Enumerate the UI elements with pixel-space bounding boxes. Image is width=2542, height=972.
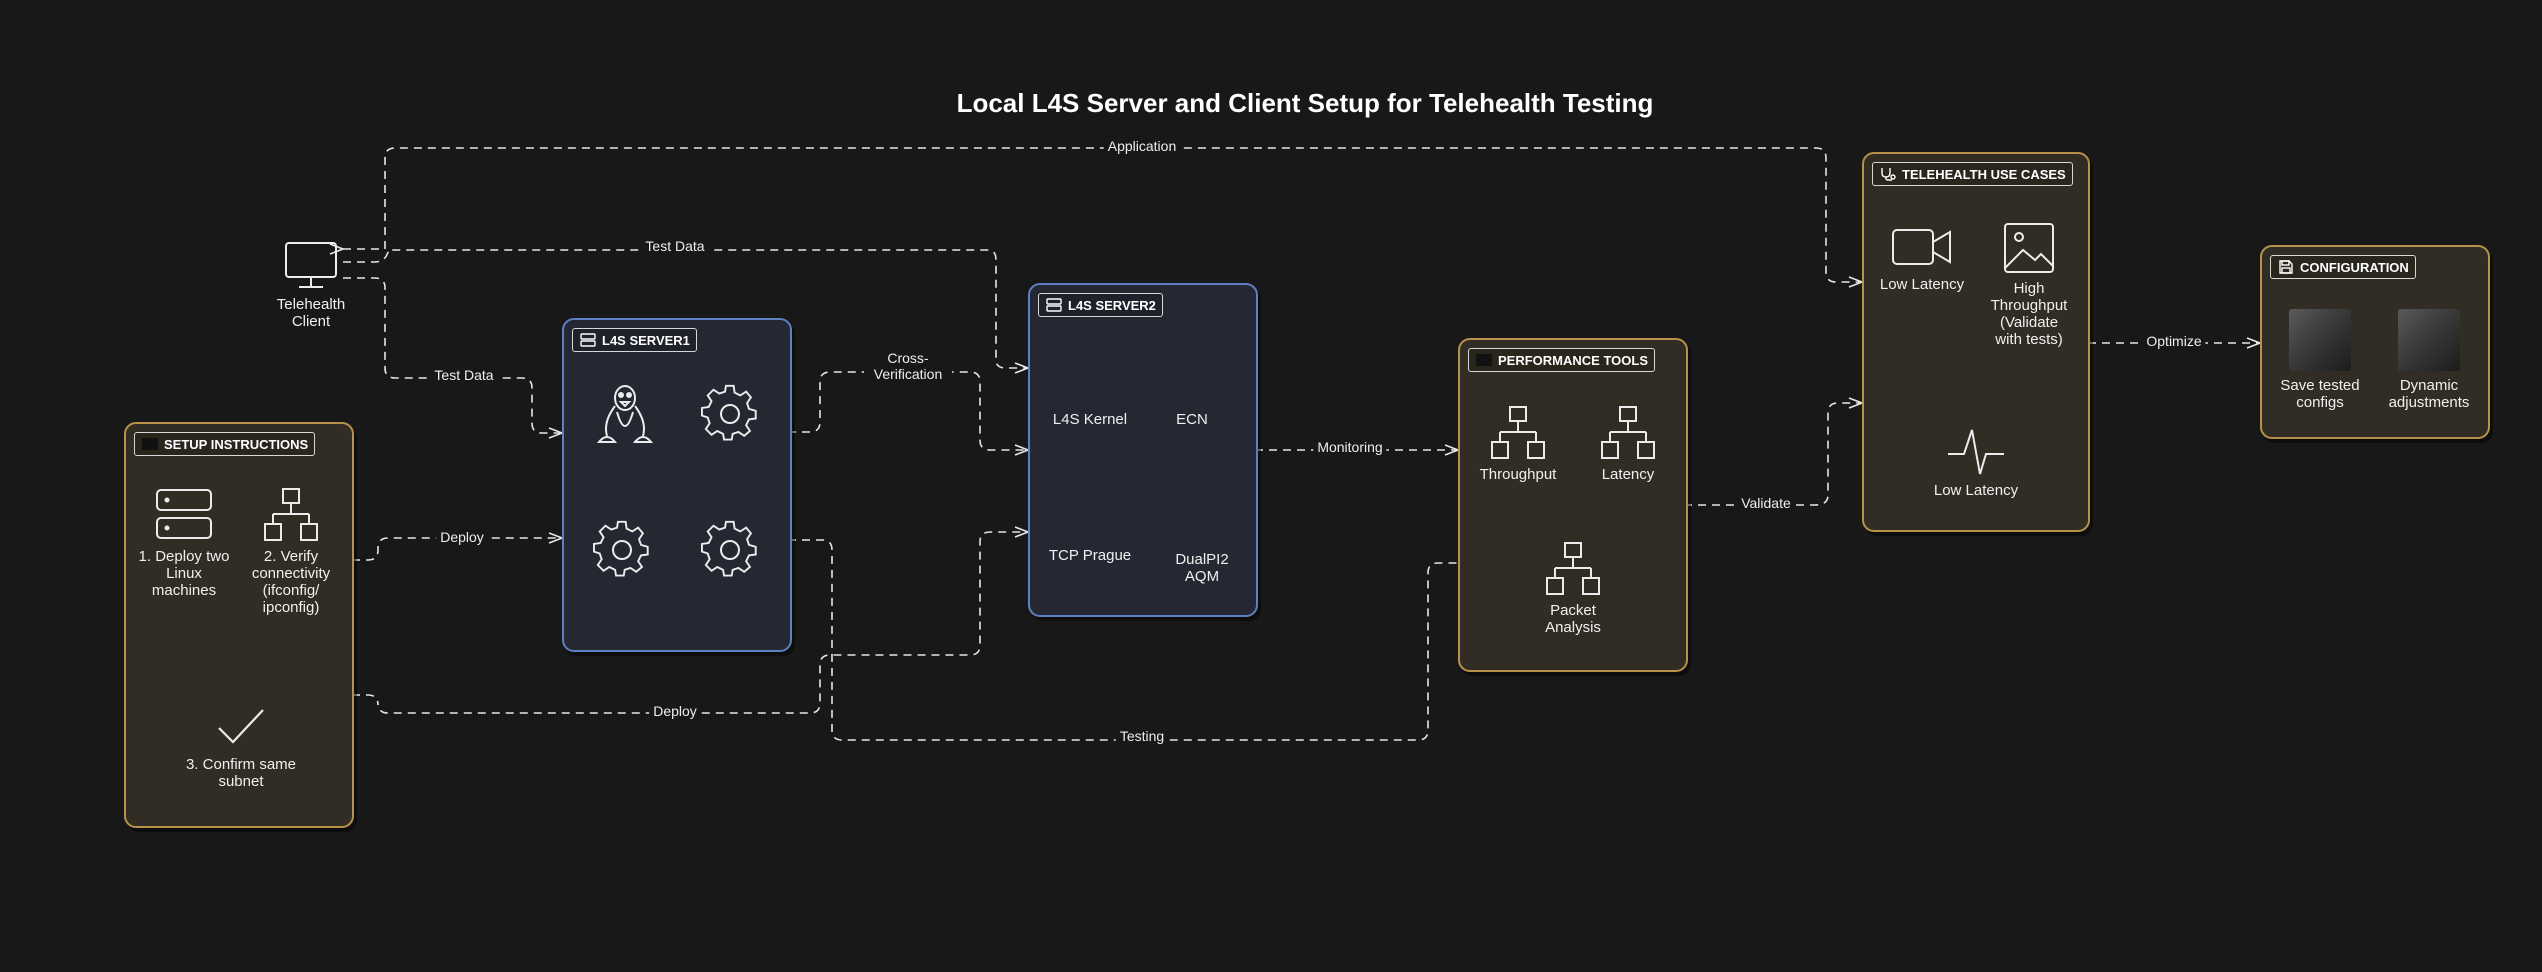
edge-label-test-data-top: Test Data <box>641 238 709 254</box>
network-icon <box>238 486 344 544</box>
client-label: Telehealth Client <box>276 296 346 330</box>
telehealth-label: Low Latency <box>1933 482 2019 499</box>
edge-label-deploy-top: Deploy <box>436 529 488 545</box>
placeholder-image-icon <box>2398 309 2460 371</box>
edge-deploy-bottom <box>352 532 1028 714</box>
network-icon <box>1468 404 1568 462</box>
edge-label-deploy-bottom: Deploy <box>649 703 701 719</box>
heartbeat-icon <box>1916 424 2036 478</box>
setup-step-label: 2. Verify connectivity (ifconfig/ ipconf… <box>251 548 331 616</box>
network-icon <box>1518 540 1628 598</box>
edge-label-validate: Validate <box>1737 495 1795 511</box>
gear-icon <box>590 520 654 585</box>
edge-label-cross-verification: Cross- Verification <box>864 350 952 382</box>
edge-test-data-left <box>343 277 562 433</box>
group-icon <box>1475 353 1493 367</box>
edge-validate <box>1684 403 1862 505</box>
telehealth-client-node[interactable]: Telehealth Client <box>262 240 360 330</box>
config-label: Save tested configs <box>2280 377 2360 411</box>
l4s-server1-group: L4S SERVER1 <box>562 318 792 652</box>
telehealth-video-low-latency[interactable]: Low Latency <box>1870 222 1974 293</box>
server-icon <box>1045 298 1063 312</box>
edge-label-monitoring: Monitoring <box>1313 439 1387 455</box>
perf-throughput[interactable]: Throughput <box>1468 404 1568 483</box>
l4s-server2-group: L4S SERVER2 L4S Kernel ECN TCP Prague Du… <box>1028 283 1258 617</box>
performance-tools-header: PERFORMANCE TOOLS <box>1468 348 1655 372</box>
server2-item-l4s-kernel[interactable]: L4S Kernel <box>1052 411 1128 428</box>
setup-step-label: 3. Confirm same subnet <box>185 756 297 790</box>
edge-cross-verification <box>788 371 1028 450</box>
edge-label-application: Application <box>1103 138 1181 154</box>
diagram-title: Local L4S Server and Client Setup for Te… <box>956 88 1654 118</box>
telehealth-label: High Throughput (Validate with tests) <box>1990 280 2068 348</box>
setup-instructions-group: SETUP INSTRUCTIONS 1. Deploy two Linux m… <box>124 422 354 828</box>
monitor-icon <box>262 240 360 292</box>
check-icon <box>166 702 316 752</box>
setup-step-label: 1. Deploy two Linux machines <box>138 548 230 599</box>
server2-item-tcp-prague[interactable]: TCP Prague <box>1048 547 1132 564</box>
edge-label-test-data-left: Test Data <box>430 367 498 383</box>
gear-icon <box>698 384 762 449</box>
perf-label: Latency <box>1601 466 1655 483</box>
config-dynamic-adjustments[interactable]: Dynamic adjustments <box>2374 309 2484 411</box>
setup-step-verify[interactable]: 2. Verify connectivity (ifconfig/ ipconf… <box>238 486 344 616</box>
stethoscope-icon <box>1879 167 1897 181</box>
config-save-tested-configs[interactable]: Save tested configs <box>2270 309 2370 411</box>
gear-icon <box>698 520 762 585</box>
placeholder-image-icon <box>2289 309 2351 371</box>
server2-item-ecn[interactable]: ECN <box>1176 411 1208 428</box>
telehealth-high-throughput[interactable]: High Throughput (Validate with tests) <box>1982 220 2076 348</box>
edge-test-data-top <box>343 249 1028 368</box>
group-icon <box>141 437 159 451</box>
telehealth-use-cases-group: TELEHEALTH USE CASES Low Latency High Th… <box>1862 152 2090 532</box>
server-stack-icon <box>134 486 234 544</box>
telehealth-label: Low Latency <box>1879 276 1965 293</box>
save-icon <box>2277 260 2295 274</box>
telehealth-monitor-low-latency[interactable]: Low Latency <box>1916 424 2036 499</box>
perf-latency[interactable]: Latency <box>1578 404 1678 483</box>
l4s-server2-header: L4S SERVER2 <box>1038 293 1163 317</box>
config-label: Dynamic adjustments <box>2388 377 2470 411</box>
network-icon <box>1578 404 1678 462</box>
video-camera-icon <box>1870 222 1974 272</box>
configuration-header: CONFIGURATION <box>2270 255 2416 279</box>
edge-application <box>343 147 1862 282</box>
perf-label: Packet Analysis <box>1545 602 1601 636</box>
l4s-server1-header: L4S SERVER1 <box>572 328 697 352</box>
edge-label-testing: Testing <box>1115 728 1169 744</box>
edge-label-optimize: Optimize <box>2142 333 2206 349</box>
configuration-group: CONFIGURATION Save tested configs Dynami… <box>2260 245 2490 439</box>
setup-step-confirm[interactable]: 3. Confirm same subnet <box>166 702 316 790</box>
performance-tools-group: PERFORMANCE TOOLS Throughput Latency <box>1458 338 1688 672</box>
setup-instructions-header: SETUP INSTRUCTIONS <box>134 432 316 456</box>
perf-packet-analysis[interactable]: Packet Analysis <box>1518 540 1628 636</box>
edge-deploy-top <box>352 538 562 561</box>
telehealth-use-cases-header: TELEHEALTH USE CASES <box>1872 162 2073 186</box>
perf-label: Throughput <box>1479 466 1557 483</box>
setup-step-deploy[interactable]: 1. Deploy two Linux machines <box>134 486 234 599</box>
server-icon <box>579 333 597 347</box>
linux-penguin-icon <box>590 382 660 453</box>
image-icon <box>1982 220 2076 276</box>
server2-item-dualpi2-aqm[interactable]: DualPI2 AQM <box>1175 551 1229 585</box>
